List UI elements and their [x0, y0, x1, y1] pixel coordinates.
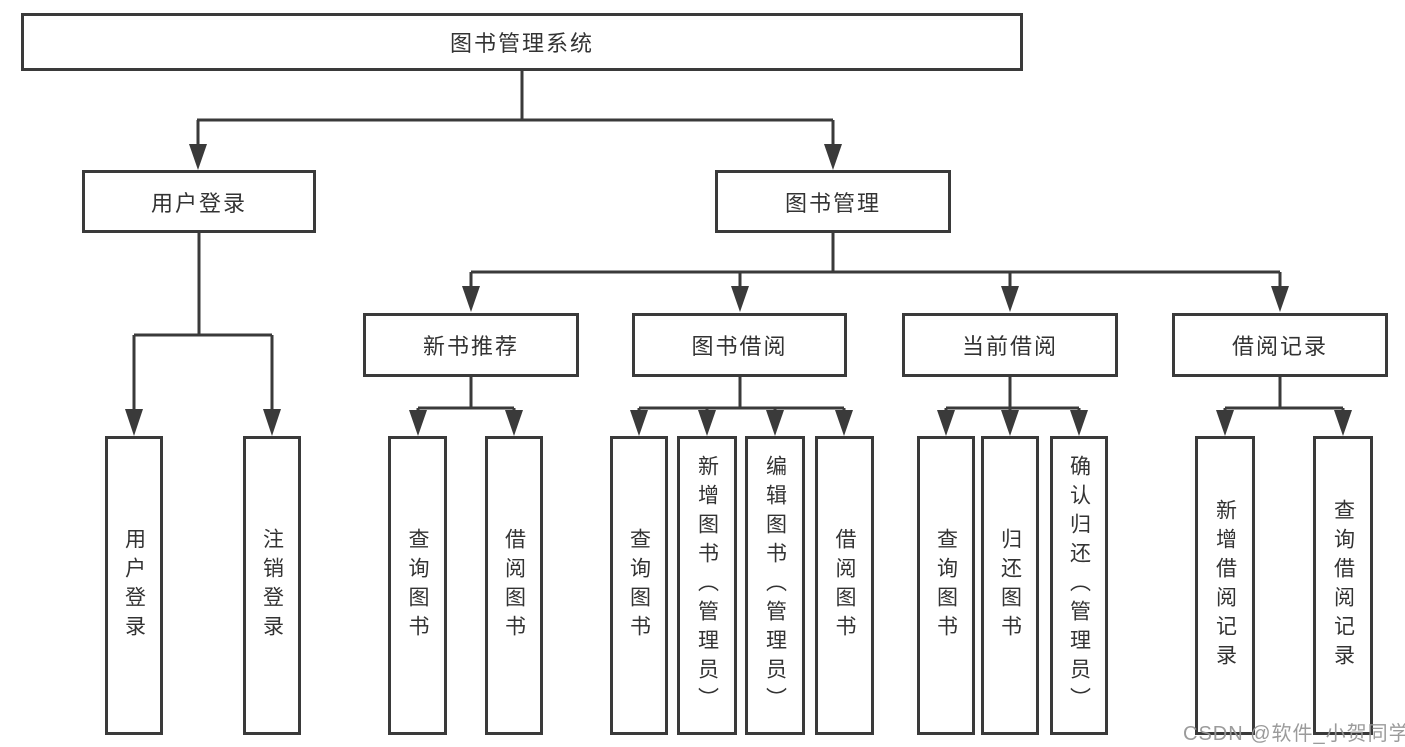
node-new-book-recommend-label: 新书推荐 — [422, 334, 519, 359]
leaf-records-query-record-label: 查询借阅记录 — [1331, 498, 1355, 673]
leaf-borrow-add-books-admin: 新增图书（管理员） — [677, 436, 737, 735]
leaf-newbook-borrow-books-label: 借阅图书 — [502, 527, 526, 644]
arrow-down-icon — [125, 409, 143, 436]
arrow-down-icon — [1001, 410, 1019, 436]
connector-user-login-branch — [125, 233, 281, 436]
leaf-current-confirm-return-admin: 确认归还（管理员） — [1050, 436, 1108, 735]
arrow-down-icon — [409, 410, 427, 436]
leaf-borrow-query-books-label: 查询图书 — [627, 527, 651, 644]
leaf-current-return-books-label: 归还图书 — [998, 527, 1022, 644]
node-borrow-records-label: 借阅记录 — [1231, 334, 1328, 359]
watermark: CSDN @软件_小贺同学 — [1183, 723, 1405, 745]
node-book-management-label: 图书管理 — [784, 190, 881, 216]
connector-book-borrow-branch — [630, 377, 853, 436]
connector-new-book-branch — [409, 377, 523, 436]
leaf-records-add-record-label: 新增借阅记录 — [1213, 498, 1237, 673]
connector-root-branch — [189, 70, 842, 170]
node-user-login-label: 用户登录 — [150, 190, 247, 216]
leaf-user-login-label: 用户登录 — [122, 527, 146, 644]
leaf-logout-label: 注销登录 — [260, 527, 284, 644]
leaf-logout: 注销登录 — [243, 436, 301, 735]
node-book-management: 图书管理 — [715, 170, 951, 233]
arrow-down-icon — [189, 144, 207, 170]
arrow-down-icon — [731, 286, 749, 312]
leaf-borrow-borrow-books-label: 借阅图书 — [833, 527, 856, 644]
arrow-down-icon — [1334, 410, 1352, 436]
arrow-down-icon — [1001, 286, 1019, 312]
arrow-down-icon — [824, 144, 842, 170]
leaf-borrow-query-books: 查询图书 — [610, 436, 668, 735]
leaf-borrow-edit-books-admin-label: 编辑图书（管理员） — [763, 455, 787, 716]
leaf-borrow-borrow-books: 借阅图书 — [815, 436, 874, 735]
node-book-borrow-label: 图书借阅 — [691, 334, 788, 359]
node-book-borrow: 图书借阅 — [632, 313, 847, 377]
arrow-down-icon — [766, 410, 784, 436]
connector-book-mgmt-branch — [462, 233, 1289, 312]
node-borrow-records: 借阅记录 — [1172, 313, 1388, 377]
leaf-records-query-record: 查询借阅记录 — [1313, 436, 1373, 735]
arrow-down-icon — [630, 410, 648, 436]
node-new-book-recommend: 新书推荐 — [363, 313, 579, 377]
arrow-down-icon — [263, 409, 281, 436]
node-user-login: 用户登录 — [82, 170, 316, 233]
leaf-newbook-query-books-label: 查询图书 — [406, 527, 429, 644]
node-current-borrow: 当前借阅 — [902, 313, 1118, 377]
arrow-down-icon — [1070, 410, 1088, 436]
arrow-down-icon — [462, 286, 480, 312]
leaf-current-query-books: 查询图书 — [917, 436, 975, 735]
leaf-borrow-add-books-admin-label: 新增图书（管理员） — [695, 455, 719, 716]
leaf-current-confirm-return-admin-label: 确认归还（管理员） — [1067, 455, 1091, 716]
arrow-down-icon — [505, 410, 523, 436]
leaf-newbook-query-books: 查询图书 — [388, 436, 447, 735]
leaf-current-return-books: 归还图书 — [981, 436, 1039, 735]
arrow-down-icon — [835, 410, 853, 436]
node-library-system-label: 图书管理系统 — [449, 31, 594, 56]
node-library-system: 图书管理系统 — [21, 13, 1023, 71]
connector-borrow-records-branch — [1216, 377, 1352, 436]
leaf-newbook-borrow-books: 借阅图书 — [485, 436, 543, 735]
leaf-borrow-edit-books-admin: 编辑图书（管理员） — [745, 436, 805, 735]
node-current-borrow-label: 当前借阅 — [961, 334, 1058, 359]
leaf-user-login: 用户登录 — [105, 436, 163, 735]
arrow-down-icon — [937, 410, 955, 436]
leaf-records-add-record: 新增借阅记录 — [1195, 436, 1255, 735]
arrow-down-icon — [1271, 286, 1289, 312]
leaf-current-query-books-label: 查询图书 — [934, 527, 958, 644]
connector-current-borrow-branch — [937, 377, 1088, 436]
arrow-down-icon — [1216, 410, 1234, 436]
arrow-down-icon — [698, 410, 716, 436]
